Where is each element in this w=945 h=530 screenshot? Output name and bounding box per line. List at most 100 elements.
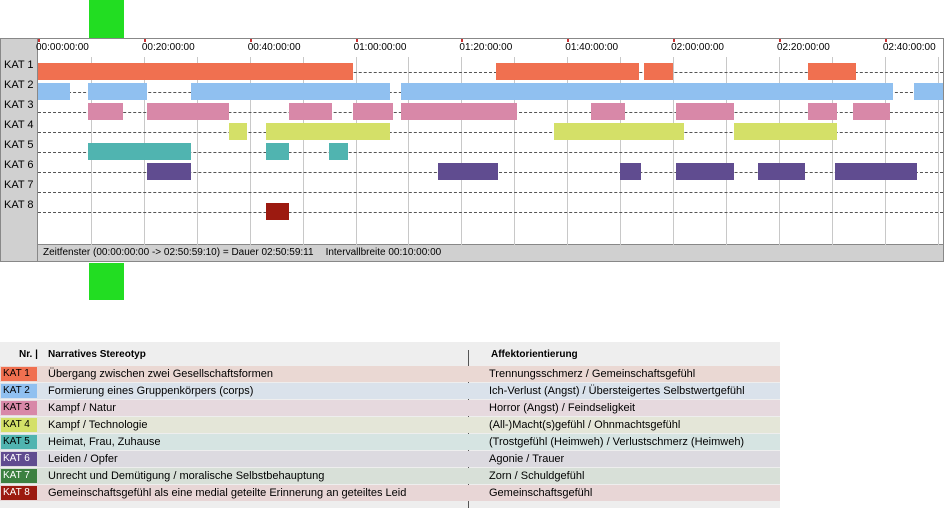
- status-bar: Zeitfenster (00:00:00:00 -> 02:50:59:10)…: [38, 244, 943, 261]
- segment-kat-1[interactable]: [495, 63, 639, 80]
- legend-kat-badge: KAT 4: [1, 418, 37, 432]
- legend-kat-badge: KAT 6: [1, 452, 37, 466]
- segment-kat-1[interactable]: [808, 63, 856, 80]
- legend-row: KAT 3 Kampf / Natur Horror (Angst) / Feind…: [0, 400, 780, 416]
- legend-header-nr: Nr. |: [19, 349, 38, 360]
- legend-kat-badge: KAT 3: [1, 401, 37, 415]
- legend-table: Nr. | Narratives Stereotyp Affektorienti…: [0, 342, 780, 508]
- marker-bottom: [89, 263, 124, 300]
- segment-kat-6[interactable]: [834, 163, 917, 180]
- legend-affect: Horror (Angst) / Feindseligkeit: [489, 402, 636, 414]
- status-window: Zeitfenster (00:00:00:00 -> 02:50:59:10)…: [43, 247, 314, 258]
- segment-kat-5[interactable]: [88, 143, 192, 160]
- legend-affect: Ich-Verlust (Angst) / Übersteigertes Sel…: [489, 385, 745, 397]
- segment-kat-1[interactable]: [644, 63, 674, 80]
- grid-line: [461, 57, 463, 245]
- legend-row: KAT 7 Unrecht und Demütigung / moralische…: [0, 468, 780, 484]
- legend-row: KAT 1 Übergang zwischen zwei Gesellschaft…: [0, 366, 780, 382]
- grid-line: [249, 57, 251, 245]
- segment-kat-5[interactable]: [329, 143, 348, 160]
- tick-label: 02:00:00:00: [671, 42, 724, 53]
- legend-stereotype: Unrecht und Demütigung / moralische Selb…: [48, 470, 325, 482]
- segment-kat-6[interactable]: [437, 163, 499, 180]
- legend-affect: Zorn / Schuldgefühl: [489, 470, 585, 482]
- segment-kat-4[interactable]: [734, 123, 838, 140]
- segment-kat-8[interactable]: [265, 203, 290, 220]
- marker-top: [89, 0, 124, 38]
- legend-header-stereotype: Narratives Stereotyp: [48, 349, 146, 360]
- row-baseline: [38, 72, 943, 73]
- tick-mark: [567, 39, 570, 42]
- legend-kat-badge: KAT 2: [1, 384, 37, 398]
- legend-stereotype: Kampf / Technologie: [48, 419, 148, 431]
- legend-stereotype: Formierung eines Gruppenkörpers (corps): [48, 385, 254, 397]
- row-label: KAT 2: [4, 79, 34, 91]
- tick-mark: [778, 39, 781, 42]
- segment-kat-3[interactable]: [352, 103, 393, 120]
- segment-kat-2[interactable]: [38, 83, 70, 100]
- segment-kat-6[interactable]: [757, 163, 806, 180]
- grid-line: [884, 57, 886, 245]
- grid-line: [567, 57, 569, 245]
- row-baseline: [38, 132, 943, 133]
- row-label: KAT 1: [4, 59, 34, 71]
- legend-affect: Gemeinschaftsgefühl: [489, 487, 593, 499]
- grid-line: [673, 57, 675, 245]
- tick-label: 01:40:00:00: [565, 42, 619, 53]
- legend-stereotype: Übergang zwischen zwei Gesellschaftsform…: [48, 368, 273, 380]
- legend-affect: Agonie / Trauer: [489, 453, 565, 465]
- grid-line: [726, 57, 728, 245]
- row-label: KAT 7: [4, 179, 34, 191]
- segment-kat-2[interactable]: [913, 83, 943, 100]
- segment-kat-5[interactable]: [265, 143, 290, 160]
- segment-kat-4[interactable]: [265, 123, 390, 140]
- tick-label: 01:20:00:00: [459, 42, 513, 53]
- tick-mark: [355, 39, 358, 42]
- row-baseline: [38, 192, 943, 193]
- segment-kat-4[interactable]: [554, 123, 684, 140]
- row-baseline: [38, 152, 943, 153]
- segment-kat-3[interactable]: [146, 103, 229, 120]
- segment-kat-6[interactable]: [620, 163, 642, 180]
- segment-kat-6[interactable]: [146, 163, 192, 180]
- legend-header-affect: Affektorientierung: [491, 349, 578, 360]
- legend-row: KAT 2 Formierung eines Gruppenkörpers (co…: [0, 383, 780, 399]
- row-label: KAT 5: [4, 139, 34, 151]
- segment-kat-2[interactable]: [191, 83, 390, 100]
- grid-line: [937, 57, 939, 245]
- row-label: KAT 6: [4, 159, 34, 171]
- grid-line: [408, 57, 410, 245]
- segment-kat-3[interactable]: [675, 103, 734, 120]
- legend-stereotype: Heimat, Frau, Zuhause: [48, 436, 161, 448]
- grid-line: [514, 57, 516, 245]
- segment-kat-3[interactable]: [400, 103, 517, 120]
- row-label: KAT 4: [4, 119, 34, 131]
- segment-kat-2[interactable]: [400, 83, 893, 100]
- segment-kat-1[interactable]: [38, 63, 353, 80]
- grid-line: [302, 57, 304, 245]
- legend-kat-badge: KAT 7: [1, 469, 37, 483]
- row-label: KAT 8: [4, 199, 34, 211]
- legend-stereotype: Kampf / Natur: [48, 402, 116, 414]
- segment-kat-3[interactable]: [289, 103, 332, 120]
- segment-kat-6[interactable]: [675, 163, 734, 180]
- legend-affect: Trennungsschmerz / Gemeinschaftsgefühl: [489, 368, 696, 380]
- tick-label: 02:40:00:00: [882, 42, 936, 53]
- legend-stereotype: Gemeinschaftsgefühl als eine medial gete…: [48, 487, 407, 499]
- segment-kat-4[interactable]: [228, 123, 248, 140]
- segment-kat-3[interactable]: [853, 103, 891, 120]
- segment-kat-3[interactable]: [88, 103, 123, 120]
- tick-mark: [673, 39, 676, 42]
- segment-kat-3[interactable]: [808, 103, 838, 120]
- segment-kat-2[interactable]: [88, 83, 147, 100]
- segment-kat-3[interactable]: [591, 103, 626, 120]
- tick-mark: [143, 39, 146, 42]
- legend-kat-badge: KAT 1: [1, 367, 37, 381]
